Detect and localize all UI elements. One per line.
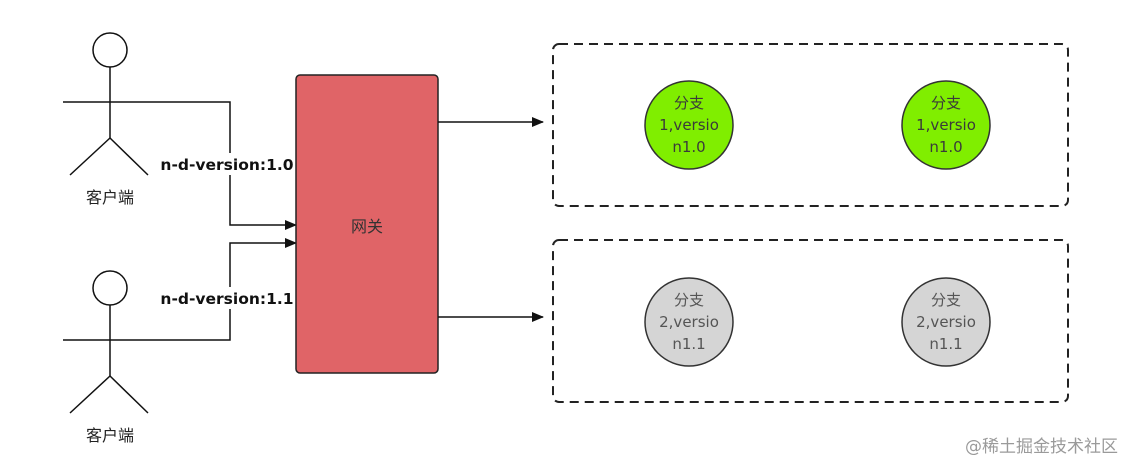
client-2-label: 客户端 [86, 426, 134, 445]
group-1-node-2: 分支 1,versio n1.0 [901, 80, 991, 170]
group-1-node-1-circle [644, 80, 734, 170]
group-1-node-1-line1: 分支 [674, 94, 704, 112]
group-1-node-1-line3: n1.0 [672, 138, 705, 156]
group-1-node-2-line2: 1,versio [916, 116, 976, 134]
group-2-node-1: 分支 2,versio n1.1 [644, 277, 734, 367]
group-1-node-1-line2: 1,versio [659, 116, 719, 134]
group-2-node-2-line1: 分支 [931, 291, 961, 309]
group-1-node-2-line3: n1.0 [929, 138, 962, 156]
gateway-label: 网关 [351, 217, 383, 236]
client-2-head-icon [92, 270, 128, 306]
gateway-box [295, 74, 439, 374]
edge-label-client-2: n-d-version:1.1 [160, 290, 293, 308]
group-2-node-2-line3: n1.1 [929, 335, 962, 353]
group-2-node-1-line1: 分支 [674, 291, 704, 309]
group-1-node-2-line1: 分支 [931, 94, 961, 112]
client-1-label: 客户端 [86, 188, 134, 207]
client-2 [63, 270, 160, 414]
edge-label-client-1: n-d-version:1.0 [160, 156, 293, 174]
group-1-node-1: 分支 1,versio n1.0 [644, 80, 734, 170]
edge-label-bg-2 [152, 287, 302, 309]
edge-label-bg-1 [152, 153, 302, 175]
group-2-node-1-line3: n1.1 [672, 335, 705, 353]
group-2-node-1-circle [644, 277, 734, 367]
group-2-container [552, 239, 1069, 403]
group-1-node-2-circle [901, 80, 991, 170]
group-2-node-2-circle [901, 277, 991, 367]
group-2-node-2-line2: 2,versio [916, 313, 976, 331]
group-1-container [552, 43, 1069, 207]
client-1 [63, 32, 160, 176]
client-1-head-icon [92, 32, 128, 68]
watermark: @稀土掘金技术社区 [965, 437, 1118, 457]
group-2-node-1-line2: 2,versio [659, 313, 719, 331]
group-2-node-2: 分支 2,versio n1.1 [901, 277, 991, 367]
